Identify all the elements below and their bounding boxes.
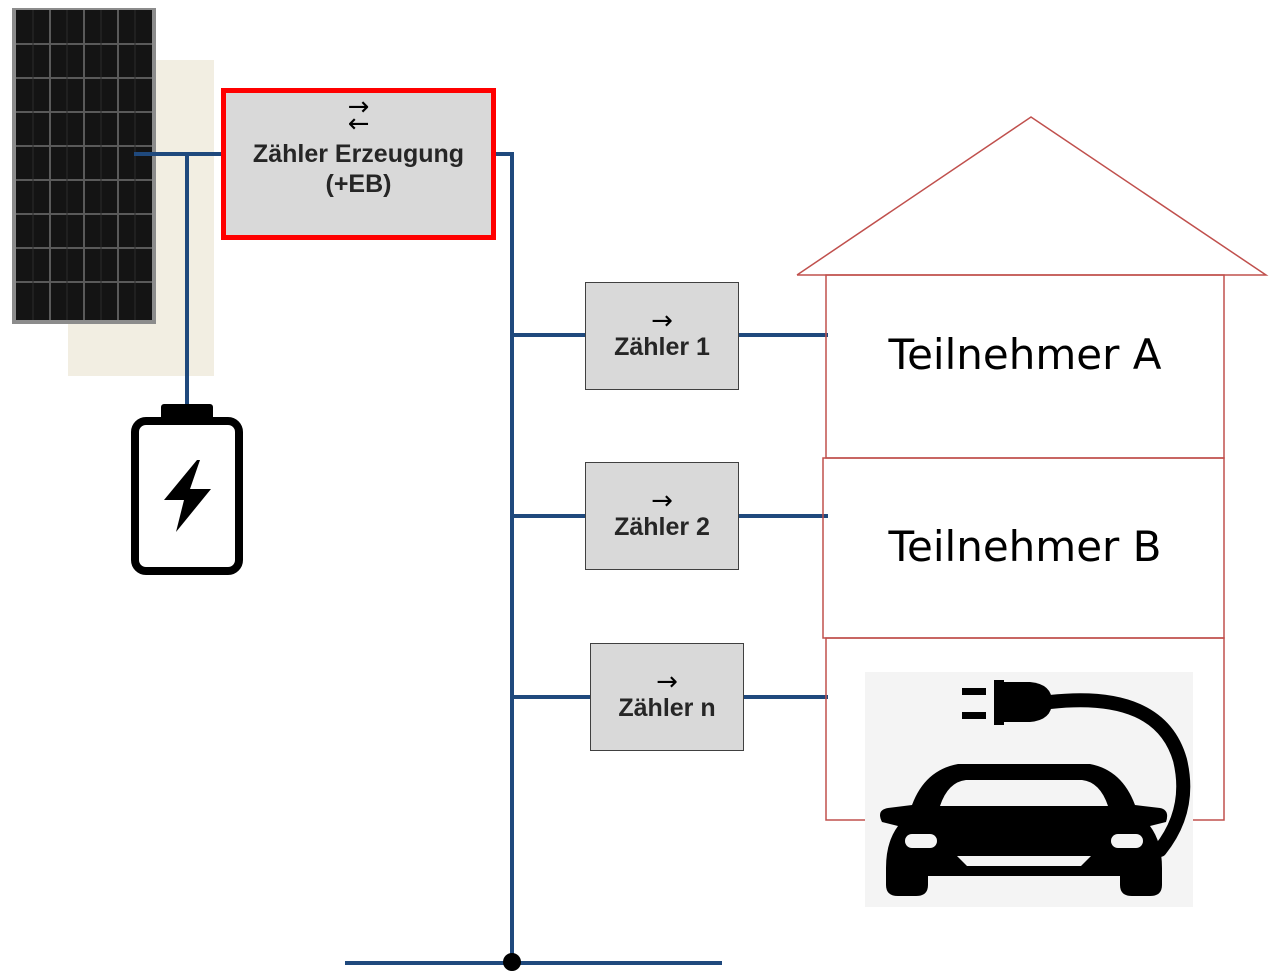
arrow-right-icon: → (651, 310, 673, 332)
unit-label-a: Teilnehmer A (826, 330, 1224, 379)
bidirectional-arrow-icon: → ← (348, 99, 370, 133)
meter-1-label: Zähler 1 (614, 332, 710, 362)
arrow-left-icon: ← (348, 116, 370, 133)
arrow-right-icon: → (651, 490, 673, 512)
arrow-right-icon: → (656, 671, 678, 693)
unit-label-b: Teilnehmer B (826, 522, 1224, 571)
meter-generation: → ← Zähler Erzeugung (+EB) (221, 88, 496, 240)
meter-2-label: Zähler 2 (614, 512, 710, 542)
grid-connection-node (503, 953, 521, 971)
meter-2: → Zähler 2 (585, 462, 739, 570)
meter-n-label: Zähler n (618, 693, 715, 723)
meter-generation-label: Zähler Erzeugung (253, 139, 464, 169)
meter-generation-sublabel: (+EB) (326, 169, 392, 199)
solar-panel-icon (12, 8, 156, 324)
meter-n: → Zähler n (590, 643, 744, 751)
battery-charging-icon (135, 404, 239, 571)
ev-charging-car-icon (865, 672, 1193, 907)
meter-1: → Zähler 1 (585, 282, 739, 390)
